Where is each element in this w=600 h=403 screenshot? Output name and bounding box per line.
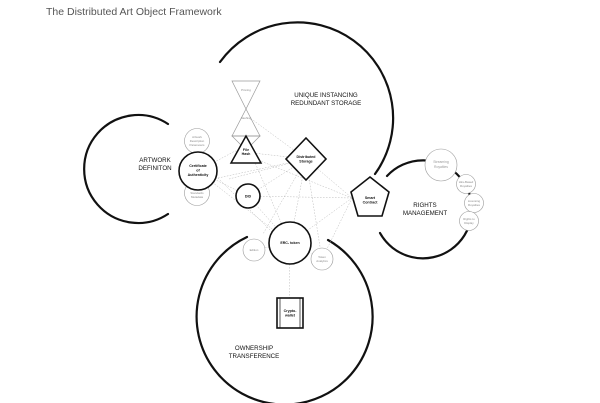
artwork-description-label-2: Description <box>190 139 205 143</box>
distributed-storage-label-2: Storage <box>299 160 312 164</box>
erc-token-node <box>268 221 312 265</box>
archival-standards-label-2: Standards <box>190 191 204 195</box>
licensing-royalties-label-2: Royalties <box>468 203 480 207</box>
rights-to-display-node <box>459 211 479 231</box>
streaming-royalties-node <box>424 148 458 182</box>
erc-token-label: ERC- token <box>280 241 299 245</box>
storage-region-label-1: UNIQUE INSTANCING <box>294 92 358 99</box>
did-label: DID <box>245 195 252 199</box>
streaming-royalties-label-2: Royalties <box>434 165 448 169</box>
token-analytics-node <box>310 247 334 271</box>
storage-region-arc <box>218 21 395 176</box>
certificate-label-2: of <box>196 169 200 173</box>
region-labels: UNIQUE INSTANCING REDUNDANT STORAGE ARTW… <box>138 92 447 360</box>
crypto-wallet-node <box>276 297 304 329</box>
rights-to-display-label-2: Display <box>464 221 474 225</box>
licensing-royalties-label-1: Licensing <box>468 199 481 203</box>
distributed-storage-label-1: Distributed <box>297 155 316 159</box>
rights-satellites: Streaming Royalties Hire-Based Royalties… <box>424 148 484 231</box>
edition-node <box>242 238 266 262</box>
hire-royalties-label-1: Hire-Based <box>459 180 474 184</box>
artwork-description-label-1: Artwork <box>192 135 202 139</box>
certificate-label-1: Certificate <box>189 164 207 168</box>
distributed-storage-diamond <box>284 136 328 182</box>
hire-royalties-node <box>456 174 476 194</box>
file-hash-label-2: Hash <box>242 152 251 156</box>
artwork-description-label-3: Parameters <box>190 143 205 147</box>
ownership-region-label-2: TRANSFERENCE <box>229 353 280 360</box>
major-nodes: Certificate of Authenticity DID Distribu… <box>178 136 390 329</box>
crypto-wallet-label-2: wallet <box>284 314 296 318</box>
smart-contract-label-2: Contract <box>363 201 379 205</box>
connection-lines <box>197 114 353 314</box>
pinning-triangle <box>231 80 261 110</box>
hash-triangles: Pinning Hashing File Hash <box>229 80 263 164</box>
ownership-region-arc <box>195 235 374 403</box>
smart-contract-label-1: Smart <box>365 196 376 200</box>
hashing-triangle-top <box>231 108 261 137</box>
smart-contract-pentagon <box>350 175 390 217</box>
hashing-label: Hashing <box>241 116 252 120</box>
file-hash-triangle <box>229 134 263 164</box>
certificate-node <box>178 151 218 191</box>
artwork-region-arc <box>83 113 170 225</box>
token-analytics-label-2: Analytics <box>316 259 328 263</box>
hire-royalties-label-2: Royalties <box>460 184 472 188</box>
artwork-region-label-2: DEFINITON <box>138 165 171 172</box>
token-satellites: Edition Token Analytics <box>242 238 334 271</box>
file-hash-label-1: File <box>243 148 249 152</box>
crypto-wallet-label-1: Crypto- <box>284 309 298 313</box>
storage-region-label-2: REDUNDANT STORAGE <box>291 100 362 107</box>
edition-label: Edition <box>250 248 259 252</box>
archival-standards-label-3: Metadata <box>191 195 203 199</box>
pinning-label: Pinning <box>241 88 251 92</box>
rights-to-display-label-1: Rights to <box>463 217 475 221</box>
ownership-region-label-1: OWNERSHIP <box>235 345 273 352</box>
rights-region-label-2: MANAGEMENT <box>403 210 448 217</box>
rights-region-label-1: RIGHTS <box>413 202 436 209</box>
streaming-royalties-label-1: Streaming <box>433 160 449 164</box>
certificate-label-3: Authenticity <box>188 173 209 177</box>
page-title: The Distributed Art Object Framework <box>46 6 222 18</box>
artwork-region-label-1: ARTWORK <box>139 157 171 164</box>
did-node <box>235 183 261 209</box>
licensing-royalties-node <box>464 193 484 213</box>
token-analytics-label-1: Token <box>318 255 326 259</box>
